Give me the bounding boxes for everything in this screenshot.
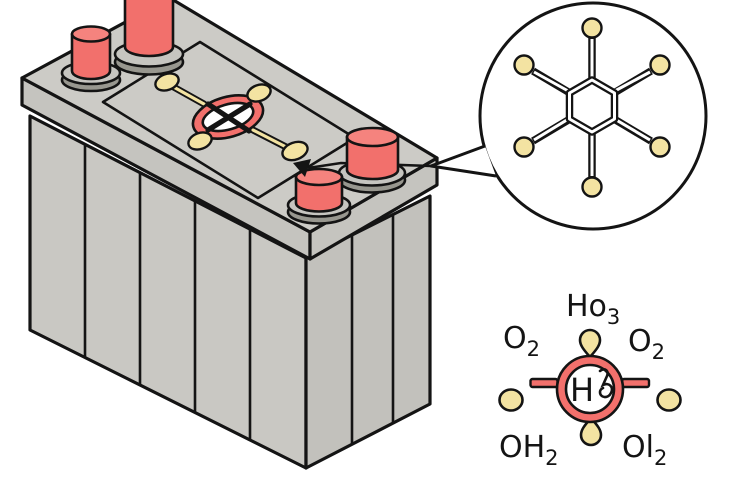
reaction-diagram: Ho3 O2 O2 OH2 Ol2 H [498, 289, 682, 470]
droplet-bottom-icon [579, 416, 603, 447]
battery-cell-ribs [83, 144, 395, 444]
atom-dot [581, 17, 603, 39]
vent-emblem-group [154, 72, 309, 162]
label-top: Ho3 [566, 289, 620, 329]
squiggle-glyph [598, 368, 614, 399]
battery-front-right-face [304, 194, 432, 470]
ion-dot-right [656, 388, 682, 412]
terminal-top [70, 25, 112, 43]
hexagon-ring-inner [568, 78, 616, 134]
atom-dot [649, 54, 671, 76]
battery-terminal-back-right [113, 0, 185, 76]
molecule-icon [513, 17, 671, 198]
battery-terminal-front-right [337, 126, 407, 194]
battery-terminal-front-left [286, 167, 352, 225]
pointer-arrowhead-icon [293, 159, 311, 177]
label-right: O2 [628, 324, 665, 364]
bubble-circle [478, 1, 708, 231]
ion-dot-left [498, 388, 524, 412]
atom-dot [649, 136, 671, 158]
bubble-tail [429, 144, 497, 178]
droplet-top-icon [578, 328, 602, 359]
battery-body [28, 114, 432, 470]
battery [20, 0, 439, 470]
terminal-cylinder [294, 175, 344, 213]
magnifier-bubble [429, 1, 708, 231]
emblem-cross-icon [205, 101, 253, 134]
atom-dot [513, 54, 535, 76]
connector-dot [281, 140, 309, 162]
connector-dots [154, 72, 309, 162]
center-label: H [570, 371, 594, 409]
connector-dot [187, 131, 213, 151]
connector-dot [246, 83, 272, 103]
terminal-cylinder [345, 135, 400, 181]
pointer-line [307, 161, 432, 170]
molecule-bonds-inner [533, 39, 651, 176]
terminal-cylinder [70, 32, 112, 81]
label-bottom-right: Ol2 [622, 430, 667, 470]
terminal-top [294, 167, 344, 187]
label-bottom-left: OH2 [499, 430, 559, 470]
lid-label-panel [101, 40, 357, 200]
right-electrode-bar [620, 377, 651, 389]
atom-dot [513, 136, 535, 158]
battery-terminal-back-left [60, 25, 122, 93]
hydrogen-ring: H [555, 354, 625, 424]
terminal-top [345, 126, 400, 148]
atom-dot [581, 176, 603, 198]
molecule-atoms [513, 17, 671, 198]
terminal-cylinder [123, 0, 175, 58]
label-left: O2 [503, 321, 540, 361]
left-electrode-bar [529, 377, 559, 389]
